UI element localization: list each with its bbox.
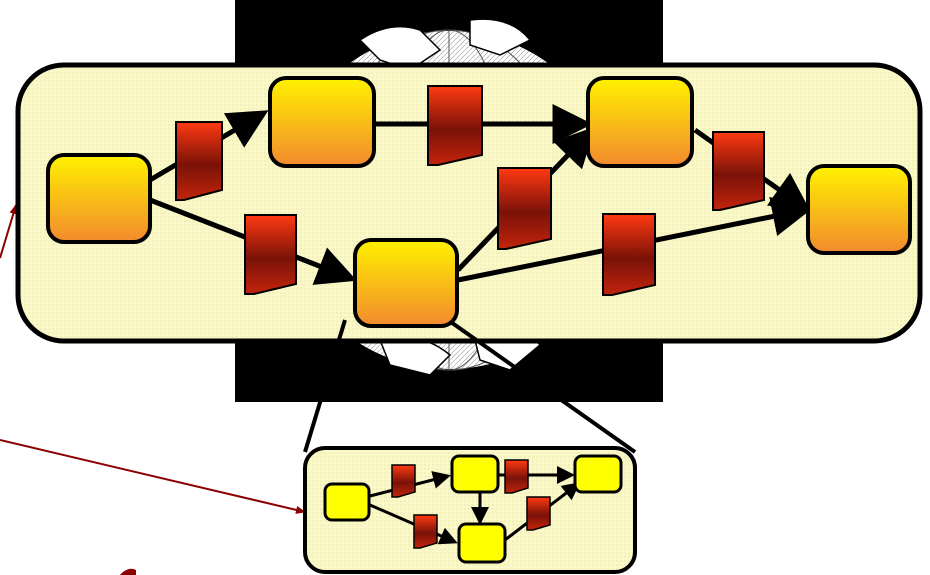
data-item bbox=[244, 214, 297, 295]
data-item bbox=[427, 85, 483, 166]
data-item bbox=[497, 167, 552, 250]
sub-workflow-panel bbox=[303, 446, 637, 574]
main-data-items bbox=[175, 85, 765, 296]
task-node bbox=[586, 76, 694, 168]
data-item bbox=[391, 464, 416, 498]
sub-tasks bbox=[323, 454, 623, 564]
link-arrows bbox=[0, 204, 306, 514]
task-node bbox=[323, 482, 371, 522]
data-item bbox=[602, 213, 656, 296]
link-arrow-upper bbox=[0, 204, 18, 259]
partial-red-mark bbox=[120, 568, 136, 575]
task-node bbox=[353, 238, 459, 328]
link-arrow-lower bbox=[0, 439, 306, 514]
sub-data-items bbox=[391, 459, 551, 549]
zoom-lines bbox=[303, 318, 637, 454]
task-node bbox=[46, 153, 152, 244]
data-item bbox=[413, 514, 438, 549]
data-item bbox=[712, 131, 765, 211]
task-node bbox=[573, 454, 623, 494]
task-node bbox=[450, 454, 500, 494]
data-item bbox=[526, 496, 551, 531]
task-node bbox=[806, 164, 912, 255]
task-node bbox=[268, 76, 376, 168]
task-node bbox=[457, 522, 507, 564]
data-item bbox=[504, 459, 529, 494]
data-item bbox=[175, 121, 223, 201]
main-tasks bbox=[46, 76, 912, 328]
